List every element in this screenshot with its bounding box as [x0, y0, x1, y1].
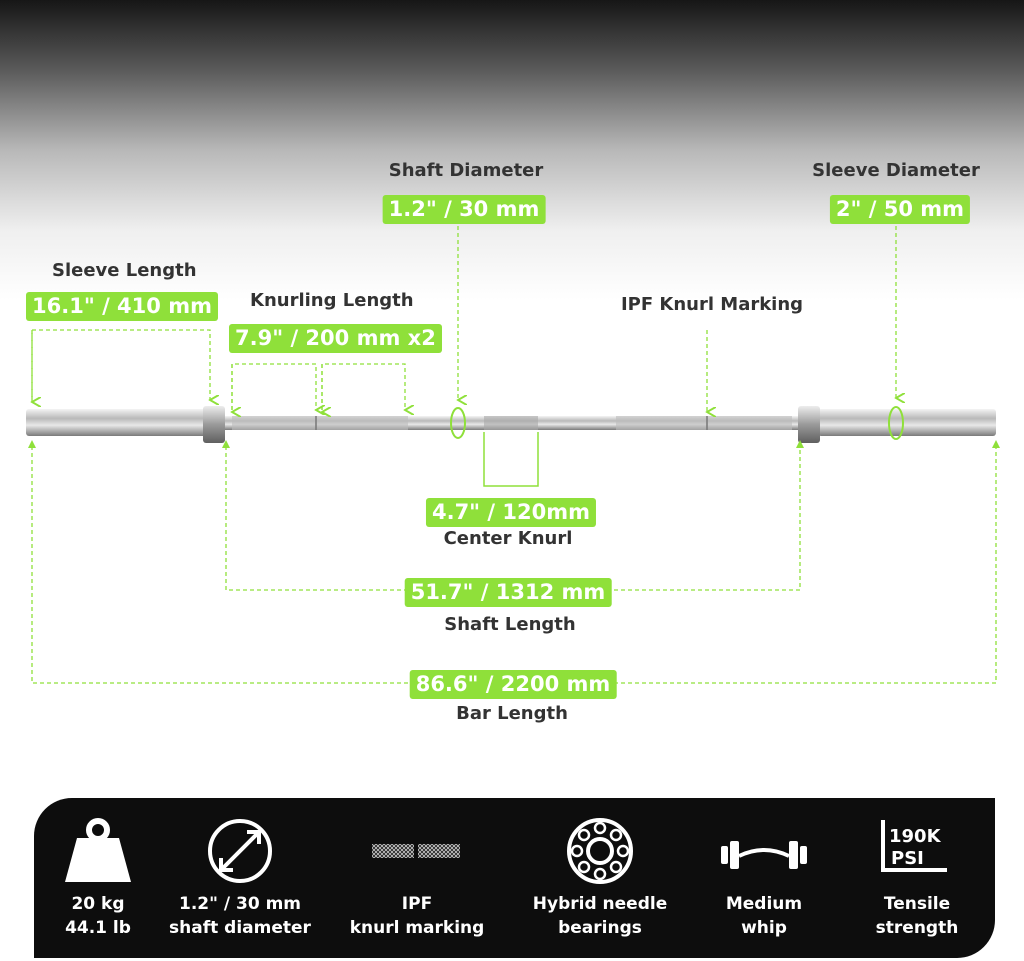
sleeve-diameter-ring [888, 406, 904, 440]
shaft-length-value: 51.7" / 1312 mm [404, 578, 612, 607]
sleeve-length-bracket [31, 329, 210, 400]
bearing-icon [567, 818, 633, 884]
right-collar [798, 406, 820, 443]
right-knurling [616, 416, 792, 430]
feature-bearings-line2: bearings [558, 918, 642, 938]
sleeve-diameter-label: Sleeve Diameter [812, 160, 980, 181]
center-knurl-value: 4.7" / 120mm [425, 498, 597, 527]
psi-icon: 190K PSI [881, 820, 947, 872]
left-collar [203, 406, 225, 443]
shaft-diameter-label: Shaft Diameter [388, 160, 544, 181]
feature-tensile-line1: Tensile [883, 894, 951, 914]
feature-bearings-line1: Hybrid needle [532, 894, 668, 914]
left-knurling [232, 416, 408, 430]
knurling-length-bracket-b [321, 363, 405, 410]
feature-weight: 20 kg 44.1 lb [23, 798, 173, 958]
bar-length-value: 86.6" / 2200 mm [409, 670, 617, 699]
shaft-diameter-ring [450, 407, 466, 439]
feature-diameter-line1: 1.2" / 30 mm [178, 894, 302, 914]
feature-whip: Medium whip [689, 798, 839, 958]
psi-badge-top: 190K [889, 826, 942, 847]
feature-diameter-line2: shaft diameter [169, 918, 311, 938]
center-knurl-label: Center Knurl [443, 528, 573, 549]
knurling-length-bracket-a [231, 363, 316, 410]
feature-weight-line1: 20 kg [71, 894, 125, 914]
knurling-length-label: Knurling Length [250, 290, 414, 311]
feature-knurl-marking: IPF knurl marking [342, 798, 492, 958]
knurling-length-value: 7.9" / 200 mm x2 [229, 324, 442, 353]
diameter-icon [208, 819, 272, 883]
left-sleeve [26, 409, 210, 436]
ipf-knurl-marking-label: IPF Knurl Marking [620, 294, 804, 315]
feature-weight-line2: 44.1 lb [65, 918, 131, 938]
feature-whip-line1: Medium [725, 894, 803, 914]
center-knurl-bracket [483, 432, 539, 487]
psi-badge-bottom: PSI [891, 848, 924, 869]
feature-diameter: 1.2" / 30 mm shaft diameter [165, 798, 315, 958]
sleeve-length-label: Sleeve Length [52, 260, 197, 281]
center-knurling [484, 416, 538, 430]
feature-knurl-line2: knurl marking [349, 918, 485, 938]
knurl-marking-icon [372, 844, 460, 858]
feature-panel: 20 kg 44.1 lb 1.2" / 30 mm shaft diamete… [34, 798, 995, 958]
feature-knurl-line1: IPF [401, 894, 433, 914]
feature-whip-line2: whip [741, 918, 787, 938]
sleeve-diameter-value: 2" / 50 mm [829, 195, 971, 224]
feature-tensile: 190K PSI Tensile strength [842, 798, 992, 958]
whip-icon [721, 841, 807, 869]
feature-bearings: Hybrid needle bearings [525, 798, 675, 958]
shaft-diameter-value: 1.2" / 30 mm [382, 195, 546, 224]
sleeve-length-value: 16.1" / 410 mm [26, 292, 218, 321]
shaft-length-label: Shaft Length [444, 614, 576, 635]
right-sleeve [818, 409, 996, 436]
feature-tensile-line2: strength [875, 918, 959, 938]
weight-icon [65, 818, 131, 882]
bar-length-label: Bar Length [456, 703, 568, 724]
bar-length-bracket [31, 446, 997, 684]
